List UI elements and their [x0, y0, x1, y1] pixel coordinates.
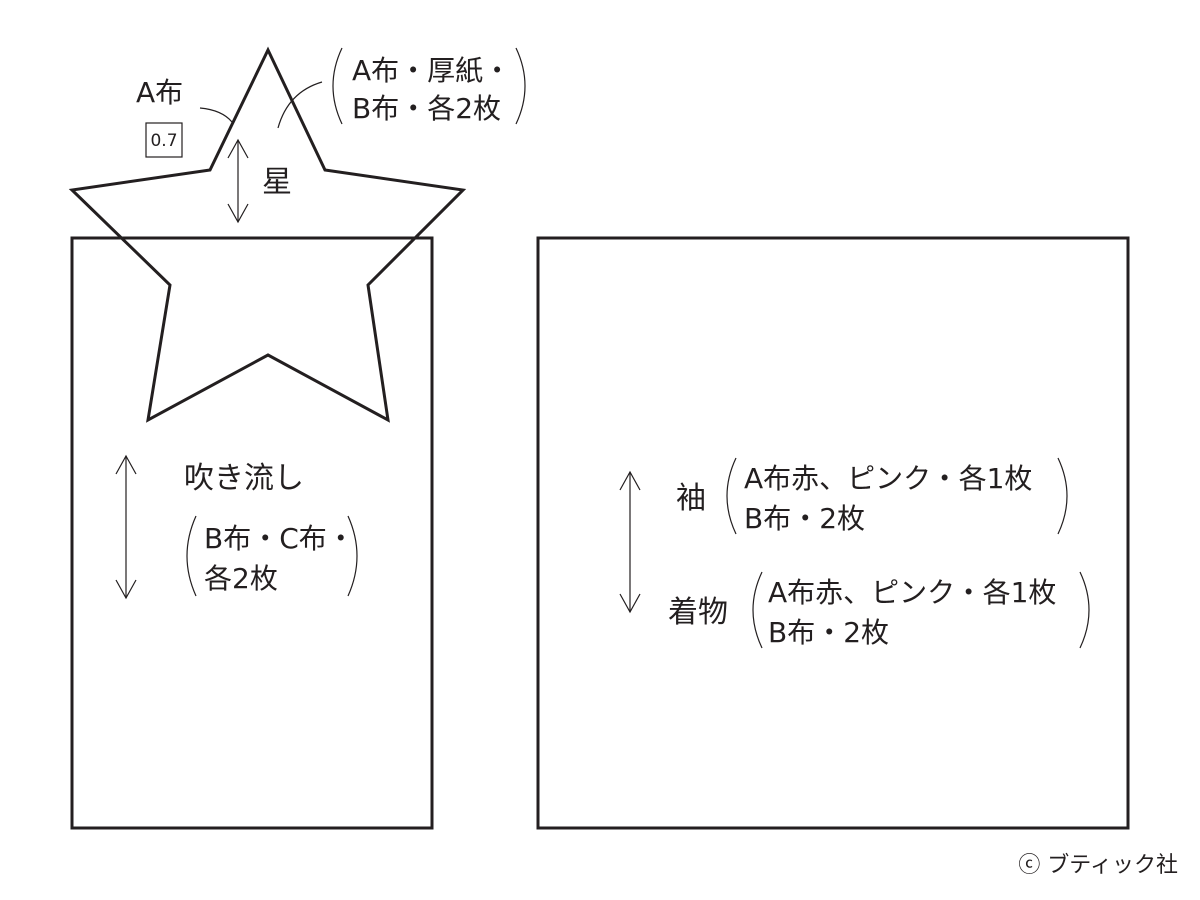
- kimono-materials-line2: B布・2枚: [768, 616, 889, 649]
- kimono-label: 着物: [668, 595, 728, 630]
- streamer-materials-open-paren: [186, 515, 197, 597]
- star-fabric-leader-line: [199, 107, 233, 123]
- star-grain-arrow: [227, 138, 249, 224]
- streamer-materials-close-paren: [347, 515, 358, 597]
- kimono-materials-open-paren: [752, 571, 763, 649]
- star-materials-open-paren: [332, 47, 343, 125]
- star-materials-line1: A布・厚紙・: [352, 54, 511, 87]
- seam-allowance-box: [145, 122, 183, 158]
- sleeve-label: 袖: [676, 481, 706, 516]
- star-fabric-label: A布: [136, 76, 183, 109]
- streamer-materials-line2: 各2枚: [204, 562, 278, 595]
- sleeve-materials-line1: A布赤、ピンク・各1枚: [744, 462, 1032, 495]
- streamer-label: 吹き流し: [184, 461, 304, 496]
- sleeve-materials-line2: B布・2枚: [744, 502, 865, 535]
- star-pattern-outline: [68, 46, 467, 423]
- seam-allowance-value: 0.7: [150, 131, 177, 151]
- star-materials-close-paren: [515, 47, 526, 125]
- streamer-materials-line1: B布・C布・: [204, 522, 355, 555]
- kimono-materials-line1: A布赤、ピンク・各1枚: [768, 576, 1056, 609]
- sleeve-materials-open-paren: [726, 457, 737, 535]
- kimono-materials-close-paren: [1079, 571, 1090, 649]
- star-materials-line2: B布・各2枚: [352, 92, 501, 125]
- streamer-pattern-outline: [70, 236, 434, 830]
- star-label: 星: [262, 165, 292, 200]
- kimono-pattern-outline: [536, 236, 1130, 830]
- kimono-grain-arrow: [619, 470, 641, 614]
- copyright-text: ⓒ ブティック社: [1018, 853, 1178, 878]
- star-materials-leader-line: [277, 81, 323, 129]
- streamer-grain-arrow: [115, 454, 137, 600]
- sleeve-materials-close-paren: [1057, 457, 1068, 535]
